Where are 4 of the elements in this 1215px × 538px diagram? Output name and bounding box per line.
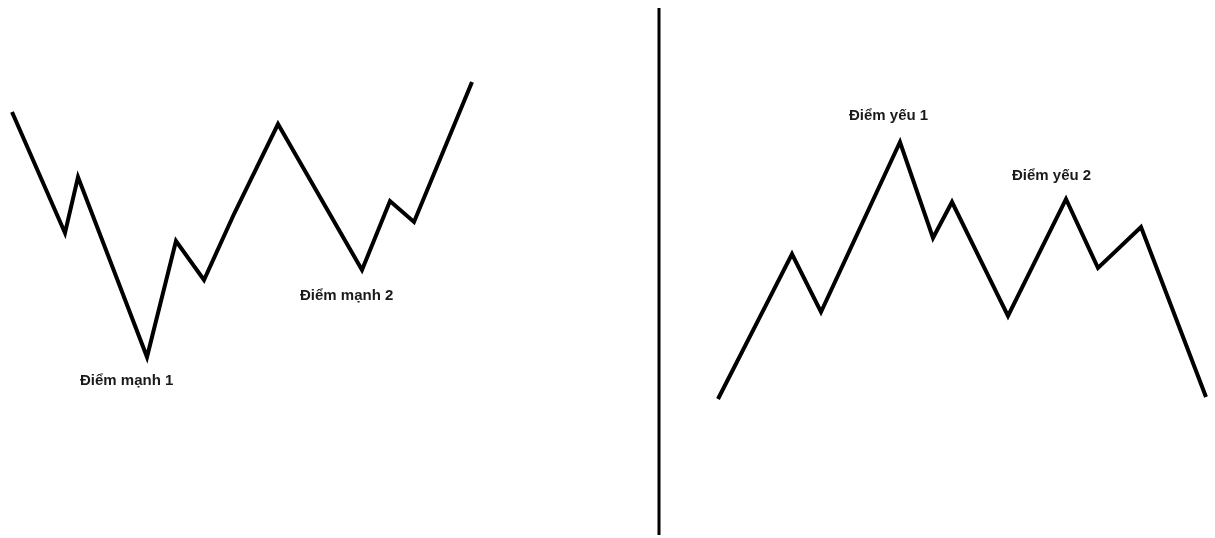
point-label: Điểm mạnh 1 [80,371,174,389]
point-label: Điểm yếu 2 [1012,166,1092,184]
point-label: Điểm yếu 1 [849,106,929,124]
point-label: Điểm mạnh 2 [300,286,394,304]
